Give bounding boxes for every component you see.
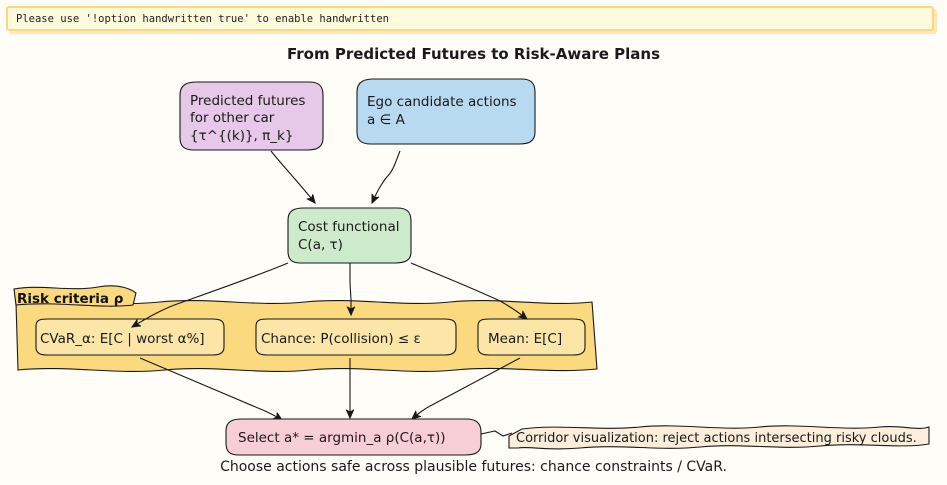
node-cost-functional-line2: C(a, τ): [298, 237, 343, 253]
edge-select-to-note: [480, 430, 513, 437]
note-corridor-visualization: Corridor visualization: reject actions i…: [508, 425, 930, 450]
risk-criteria-group: Risk criteria ρ CVaR_α: E[C | worst α%] …: [13, 285, 598, 372]
node-predicted-futures-line3: {τ^{(k)}, π_k}: [190, 128, 293, 144]
node-predicted-futures-shape: [179, 81, 324, 151]
risk-criteria-group-tab: [13, 285, 137, 307]
edge-predicted-to-cost: [270, 150, 315, 203]
node-select-action-shape: [225, 418, 482, 456]
edge-cvar-to-select: [139, 357, 282, 420]
edge-cost-to-chance: [350, 263, 351, 315]
risk-criteria-item-chance-shape[interactable]: [255, 318, 457, 356]
edge-ego-to-cost: [372, 150, 401, 203]
node-cost-functional[interactable]: Cost functional C(a, τ): [287, 207, 412, 264]
node-predicted-futures[interactable]: Predicted futures for other car {τ^{(k)}…: [179, 81, 324, 151]
warning-banner-text: Please use '!option handwritten true' to…: [16, 12, 389, 25]
node-select-action[interactable]: Select a* = argmin_a ρ(C(a,τ)): [225, 418, 482, 456]
risk-criteria-group-label: Risk criteria ρ: [17, 291, 124, 307]
risk-criteria-item-cvar-shape[interactable]: [35, 318, 225, 356]
node-cost-functional-line1: Cost functional: [298, 219, 399, 235]
risk-criteria-item-mean-label: Mean: E[C]: [488, 331, 562, 347]
edge-cost-to-mean: [410, 262, 527, 319]
node-ego-candidate-actions[interactable]: Ego candidate actions a ∈ A: [356, 78, 536, 145]
note-corridor-visualization-shape: [508, 425, 930, 450]
node-predicted-futures-line2: for other car: [190, 110, 275, 126]
node-predicted-futures-line1: Predicted futures: [190, 93, 305, 109]
risk-criteria-item-chance-label: Chance: P(collision) ≤ ε: [261, 331, 421, 347]
diagram-title: From Predicted Futures to Risk-Aware Pla…: [287, 45, 660, 63]
node-cost-functional-shape: [287, 207, 412, 264]
node-ego-candidate-actions-shape: [356, 78, 536, 145]
node-ego-candidate-actions-line1: Ego candidate actions: [367, 94, 517, 110]
node-select-action-label: Select a* = argmin_a ρ(C(a,τ)): [238, 430, 446, 446]
handwritten-option-warning-banner: Please use '!option handwritten true' to…: [6, 6, 934, 31]
risk-criteria-item-cvar-label: CVaR_α: E[C | worst α%]: [40, 331, 205, 347]
edge-mean-to-select: [412, 357, 521, 419]
edge-cost-to-cvar: [132, 262, 289, 327]
diagram-caption: Choose actions safe across plausible fut…: [220, 459, 727, 475]
node-ego-candidate-actions-line2: a ∈ A: [367, 112, 406, 128]
note-corridor-visualization-text: Corridor visualization: reject actions i…: [516, 431, 917, 446]
risk-criteria-item-mean-shape[interactable]: [477, 318, 586, 356]
